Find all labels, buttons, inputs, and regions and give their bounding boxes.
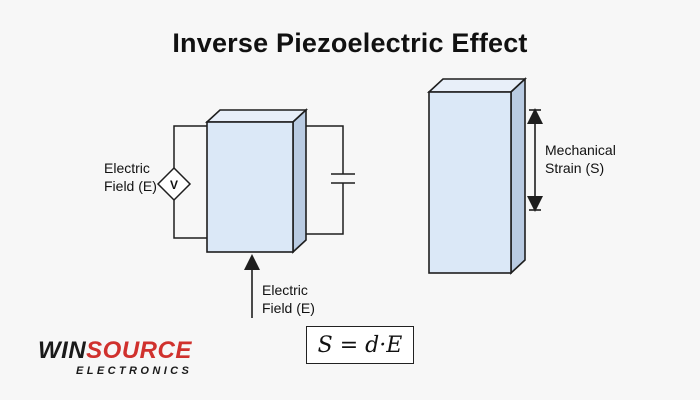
wire-bottom-right <box>306 183 344 235</box>
brand-logo: WINSOURCE ELECTRONICS <box>38 338 228 378</box>
strain-label-line1: Mechanical <box>545 142 616 158</box>
source-field-label-line1: Electric <box>104 160 150 176</box>
source-field-label: Electric Field (E) <box>104 159 157 195</box>
wire-top-right <box>306 125 344 174</box>
brand-subtitle: ELECTRONICS <box>76 365 193 377</box>
formula-box: S = d·E <box>306 326 414 364</box>
left-crystal <box>204 108 309 254</box>
diagram-title: Inverse Piezoelectric Effect <box>172 28 528 58</box>
strain-label: Mechanical Strain (S) <box>545 141 616 177</box>
wire-top-left <box>173 125 207 168</box>
bottom-field-label-line1: Electric <box>262 282 308 298</box>
right-crystal <box>426 77 528 275</box>
right-crystal-top <box>426 78 528 93</box>
right-crystal-front <box>428 91 512 274</box>
left-crystal-top <box>204 109 309 123</box>
left-crystal-side <box>292 108 307 254</box>
left-crystal-front <box>206 121 294 253</box>
brand-part1: WIN <box>38 337 87 364</box>
formula-text: S = d·E <box>317 332 403 358</box>
voltage-source-symbol: V <box>170 178 178 192</box>
capacitor-circuit <box>306 125 355 235</box>
right-crystal-side <box>510 77 526 275</box>
source-field-label-line2: Field (E) <box>104 178 157 194</box>
strain-label-line2: Strain (S) <box>545 160 605 176</box>
wire-bottom-left <box>173 200 207 239</box>
strain-arrow <box>527 108 543 212</box>
bottom-field-label-line2: Field (E) <box>262 300 315 316</box>
voltage-source: V <box>156 166 192 202</box>
voltage-circuit <box>173 125 207 239</box>
brand-part2: SOURCE <box>86 337 192 364</box>
voltage-source-diamond <box>156 166 192 202</box>
bottom-field-label: Electric Field (E) <box>262 281 315 317</box>
brand-wordmark: WINSOURCE <box>38 338 228 364</box>
